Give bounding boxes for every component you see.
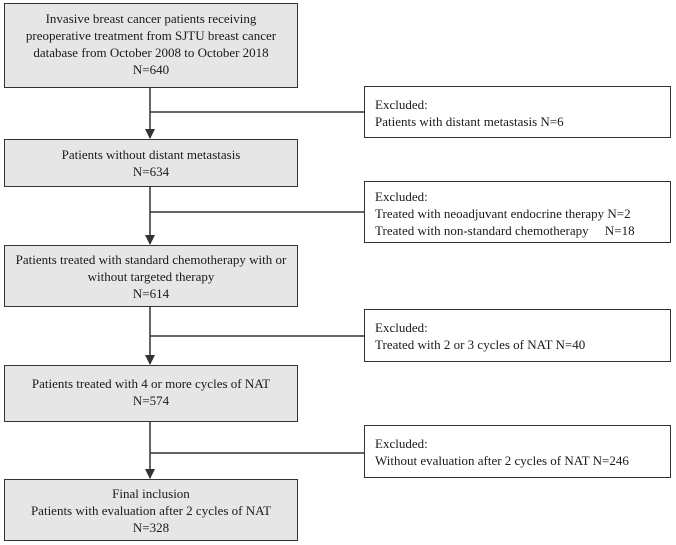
exclusion-reason: Treated with non-standard chemotherapy N… <box>375 223 635 238</box>
step-line: Invasive breast cancer patients receivin… <box>45 11 257 26</box>
exclusion-reason: Treated with 2 or 3 cycles of NAT N=40 <box>375 337 586 352</box>
step-box-enrolled: Invasive breast cancer patients receivin… <box>4 3 298 88</box>
step-line: Patients with evaluation after 2 cycles … <box>30 503 272 518</box>
exclusion-box-therapy: Excluded: Treated with neoadjuvant endoc… <box>364 181 671 243</box>
exclusion-box-cycles: Excluded: Treated with 2 or 3 cycles of … <box>364 309 671 362</box>
exclusion-heading: Excluded: <box>375 97 428 112</box>
exclusion-box-evaluation: Excluded: Without evaluation after 2 cyc… <box>364 425 671 478</box>
exclusion-box-metastasis: Excluded: Patients with distant metastas… <box>364 86 671 138</box>
step-line: preoperative treatment from SJTU breast … <box>25 28 277 43</box>
step-count: N=640 <box>132 62 170 77</box>
exclusion-reason: Without evaluation after 2 cycles of NAT… <box>375 453 629 468</box>
step-count: N=634 <box>132 164 170 179</box>
exclusion-heading: Excluded: <box>375 436 428 451</box>
step-line: Patients without distant metastasis <box>61 147 241 162</box>
step-line: without targeted therapy <box>87 269 215 284</box>
step-line: Patients treated with 4 or more cycles o… <box>31 376 271 391</box>
exclusion-reason: Patients with distant metastasis N=6 <box>375 114 564 129</box>
step-count: N=614 <box>132 286 170 301</box>
step-count: N=574 <box>132 393 170 408</box>
exclusion-heading: Excluded: <box>375 189 428 204</box>
exclusion-heading: Excluded: <box>375 320 428 335</box>
step-line: database from October 2008 to October 20… <box>33 45 269 60</box>
exclusion-reason: Treated with neoadjuvant endocrine thera… <box>375 206 631 221</box>
step-line: Patients treated with standard chemother… <box>15 252 287 267</box>
step-box-final-inclusion: Final inclusion Patients with evaluation… <box>4 479 298 541</box>
step-box-no-metastasis: Patients without distant metastasis N=63… <box>4 139 298 187</box>
step-box-standard-chemo: Patients treated with standard chemother… <box>4 245 298 307</box>
step-box-four-cycles: Patients treated with 4 or more cycles o… <box>4 365 298 422</box>
step-line: Final inclusion <box>112 486 190 501</box>
step-count: N=328 <box>132 520 170 535</box>
